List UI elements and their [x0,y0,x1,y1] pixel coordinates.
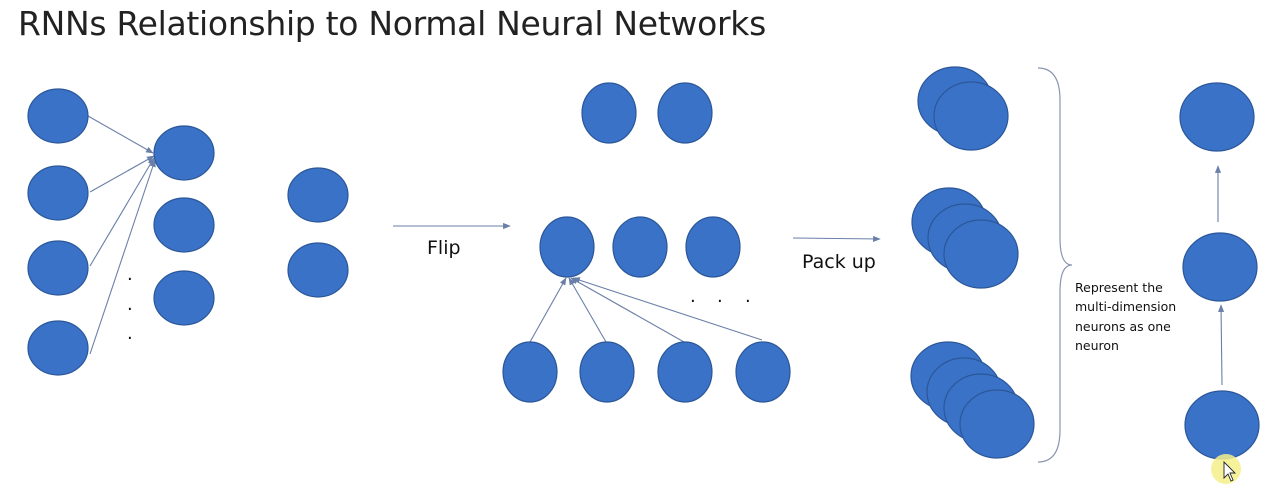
ellipsis-dot: . [127,264,133,285]
hidden-neuron [685,216,741,278]
input-neuron [579,341,635,403]
stacked-neuron [943,219,1019,289]
single-neuron-chain [1179,82,1260,460]
slide-title: RNNs Relationship to Normal Neural Netwo… [18,4,766,43]
hidden-neuron [539,216,595,278]
ellipsis-dot: . [745,286,751,307]
input-neuron [657,341,713,403]
flip-transition: Flip [393,222,511,259]
output-neuron [1179,82,1255,152]
ellipsis-dot: . [717,286,723,307]
flip-label: Flip [427,237,461,259]
hidden-neuron [153,197,215,253]
input-neuron [27,320,89,376]
connection-arrow [568,277,607,343]
input-neuron [27,240,89,296]
hidden-neuron [153,125,215,181]
hidden-neuron [612,216,668,278]
connection-arrow [572,277,763,341]
curly-brace [1037,67,1073,463]
note-line: neuron [1075,338,1119,353]
connection-arrow [89,157,155,267]
stacked-neuron [959,389,1035,459]
note-line: multi-dimension [1075,299,1176,314]
note-line: neurons as one [1075,319,1171,334]
cursor-arrow [1223,460,1237,482]
hidden-neuron [153,270,215,326]
ellipsis-dot: . [690,286,696,307]
connection-arrow [529,277,567,343]
input-neuron [735,341,791,403]
packed-network: Represent the multi-dimension neurons as… [910,66,1180,463]
output-neuron [581,82,637,144]
connection-arrow [570,277,685,343]
mouse-pointer-icon [1211,454,1241,484]
hidden-neuron [1182,232,1258,302]
input-neuron [1184,390,1260,460]
note-line: Represent the [1075,280,1163,295]
output-neuron [287,242,349,298]
input-neuron [27,88,89,144]
flipped-network: . . . [502,82,791,403]
pack-up-transition: Pack up [792,235,881,273]
output-neuron [287,167,349,223]
connection-arrow [89,159,156,355]
pack-up-label: Pack up [802,251,876,273]
stacked-neuron [933,81,1009,151]
chain-arrow [1218,304,1225,386]
connection-arrow [89,155,155,193]
ellipsis-dot: . [127,294,133,315]
output-neuron [657,82,713,144]
input-neuron [27,165,89,221]
connection-arrow [87,115,154,154]
feedforward-network: . . . [27,88,349,376]
ellipsis-dot: . [127,323,133,344]
input-neuron [502,341,558,403]
annotation-note: Represent the multi-dimension neurons as… [1075,280,1180,353]
pack-up-arrow [792,235,881,243]
